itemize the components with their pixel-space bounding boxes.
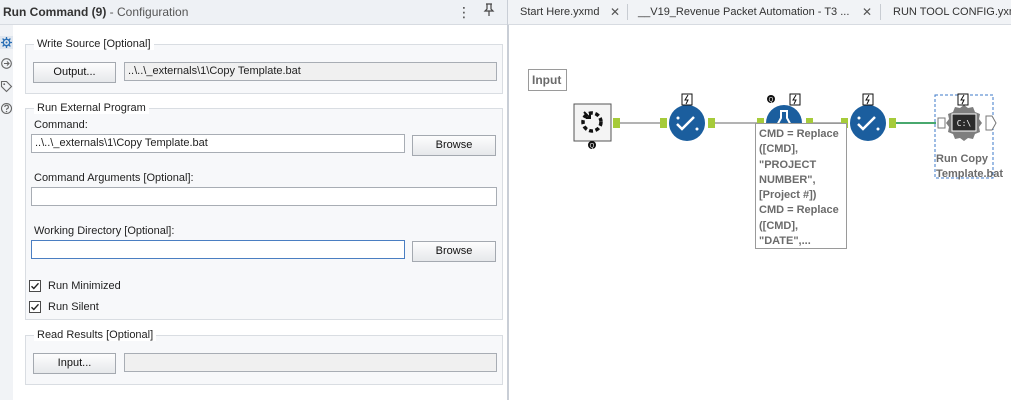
run-silent-label: Run Silent [48, 301, 99, 313]
connection-icon[interactable] [0, 57, 13, 70]
formula-line: NUMBER", [759, 173, 816, 186]
command-input[interactable]: ..\..\_externals\1\Copy Template.bat [31, 134, 405, 153]
output-path-field[interactable]: ..\..\_externals\1\Copy Template.bat [124, 62, 497, 81]
formula-line: CMD = Replace [759, 204, 839, 217]
annotation-line: Run Copy [936, 153, 988, 165]
tab-label: Start Here.yxmd [520, 6, 600, 18]
tab-run-tool-config[interactable]: RUN TOOL CONFIG.yxm [893, 0, 1011, 24]
input-path-field[interactable] [124, 353, 497, 372]
input-button[interactable]: Input... [33, 353, 116, 374]
workflow-canvas-area: Start Here.yxmd ✕ __V19_Revenue Packet A… [508, 0, 1011, 400]
formula-annotation: CMD = Replace ([CMD], "PROJECT NUMBER", … [755, 123, 847, 249]
run-command-tool-icon[interactable]: C:\ [934, 93, 997, 179]
kebab-menu-icon[interactable]: ⋮ [457, 4, 471, 20]
working-directory-browse-button[interactable]: Browse [412, 241, 496, 262]
formula-line: [Project #]) [759, 189, 817, 202]
tab-label: __V19_Revenue Packet Automation - T3 ... [638, 6, 850, 18]
annotation-line: Template.bat [936, 168, 1004, 180]
close-icon[interactable]: ✕ [862, 5, 873, 19]
run-command-annotation: Run Copy Template.bat [936, 152, 1003, 182]
side-icon-strip [0, 25, 13, 400]
formula-line: "DATE",... [759, 235, 811, 248]
formula-line: CMD = Replace [759, 128, 839, 140]
command-arguments-input[interactable] [31, 187, 497, 206]
command-arguments-label: Command Arguments [Optional]: [34, 172, 194, 184]
formula-line: ([CMD], [759, 219, 799, 232]
configuration-panel: Run Command (9) - Configuration ⋮ Write … [0, 0, 508, 400]
document-tab-bar: Start Here.yxmd ✕ __V19_Revenue Packet A… [508, 0, 1011, 25]
working-directory-label: Working Directory [Optional]: [34, 225, 175, 237]
close-icon[interactable]: ✕ [610, 5, 621, 19]
title-suffix: - Configuration [106, 5, 189, 19]
run-minimized-checkbox[interactable] [29, 280, 41, 292]
tab-revenue-packet[interactable]: __V19_Revenue Packet Automation - T3 ...… [638, 0, 872, 24]
run-minimized-label: Run Minimized [48, 280, 121, 292]
command-browse-button[interactable]: Browse [412, 135, 496, 156]
tab-separator [627, 4, 628, 20]
tab-start-here[interactable]: Start Here.yxmd ✕ [520, 0, 620, 24]
formula-line: ([CMD], [759, 143, 799, 156]
select-tool-icon[interactable] [660, 93, 715, 141]
select-tool-icon[interactable] [841, 93, 896, 141]
svg-text:Q: Q [590, 144, 595, 150]
write-source-legend: Write Source [Optional] [34, 38, 154, 50]
pin-icon[interactable] [480, 3, 498, 21]
gear-icon[interactable] [0, 36, 13, 49]
help-icon[interactable] [0, 102, 13, 115]
run-silent-checkbox[interactable] [29, 301, 41, 313]
formula-line: "PROJECT [759, 158, 817, 171]
macro-input-icon[interactable]: Q [573, 103, 620, 150]
tab-separator [880, 4, 881, 20]
command-label: Command: [34, 119, 88, 131]
tag-icon[interactable] [0, 80, 13, 93]
input-annotation: Input [528, 69, 567, 91]
canvas-left-border [508, 25, 509, 400]
svg-text:Q: Q [769, 98, 774, 104]
run-external-program-legend: Run External Program [34, 102, 149, 114]
panel-title: Run Command (9) - Configuration [3, 5, 188, 19]
read-results-legend: Read Results [Optional] [34, 329, 157, 341]
svg-text:C:\: C:\ [957, 119, 972, 128]
working-directory-input[interactable] [31, 240, 405, 259]
output-button[interactable]: Output... [33, 62, 116, 83]
tab-label: RUN TOOL CONFIG.yxm [893, 6, 1011, 18]
configuration-header: Run Command (9) - Configuration ⋮ [0, 0, 507, 25]
tool-name: Run Command (9) [3, 5, 107, 19]
